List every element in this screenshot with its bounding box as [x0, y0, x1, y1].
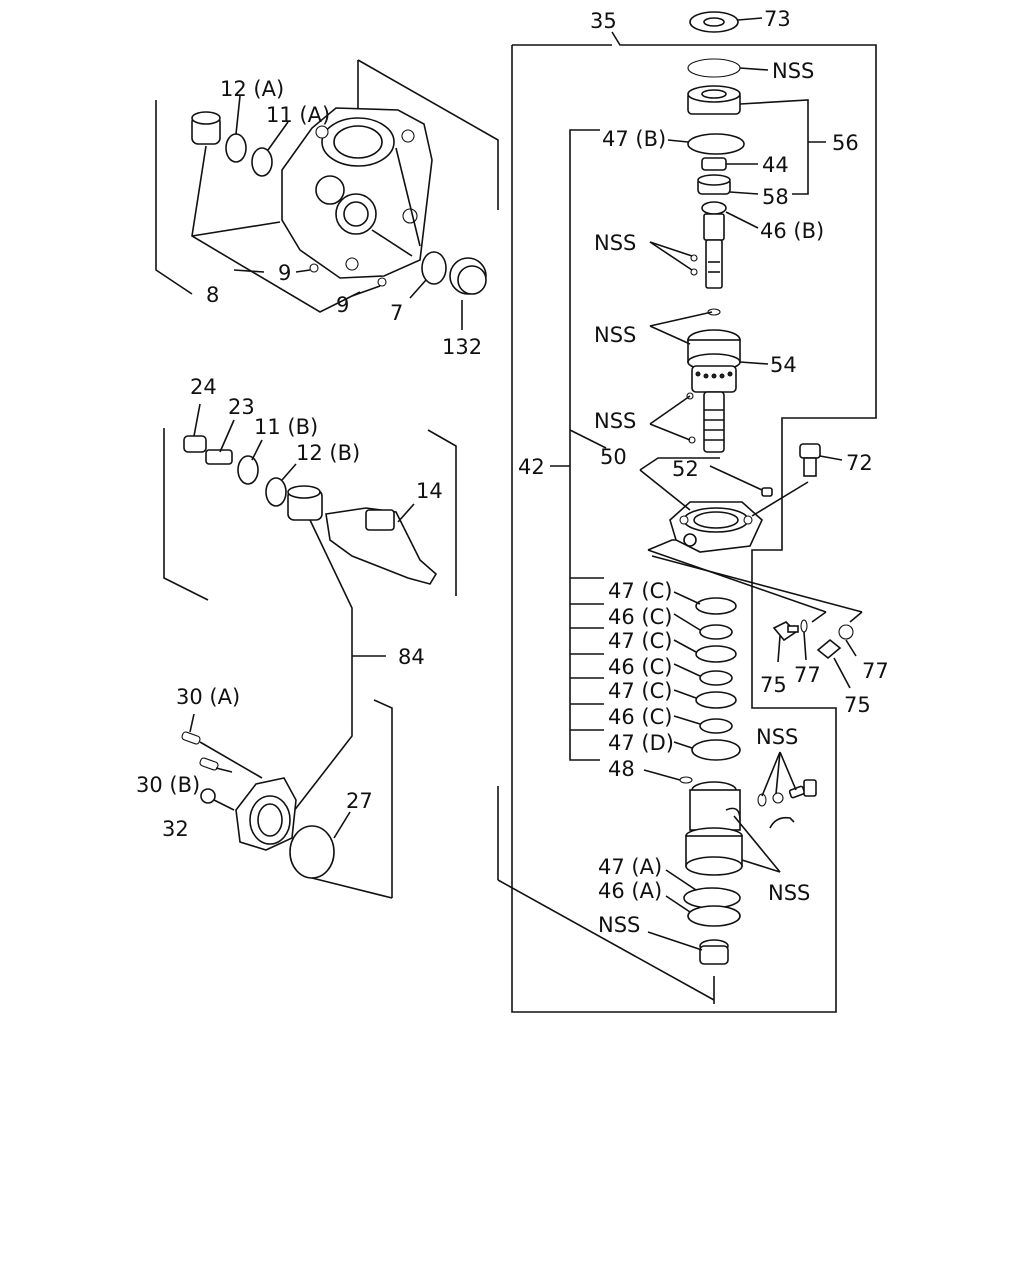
label-50: 50: [600, 445, 627, 469]
cap-56: [687, 85, 826, 195]
label-84: 84: [398, 645, 425, 669]
label-72: 72: [846, 451, 873, 475]
gear-housing: [191, 59, 499, 279]
label-73: 73: [764, 7, 791, 31]
label-47c-1: 47 (C): [608, 579, 672, 603]
label-48: 48: [608, 757, 635, 781]
label-75b: 75: [844, 693, 871, 717]
label-11b: 11 (B): [254, 415, 318, 439]
label-47c-3: 47 (C): [608, 679, 672, 703]
label-46b: 46 (B): [760, 219, 824, 243]
label-nss-b: NSS: [594, 323, 636, 347]
label-27: 27: [346, 789, 373, 813]
fittings-75-77: [647, 549, 863, 689]
ring-44: [701, 157, 758, 171]
label-54: 54: [770, 353, 797, 377]
end-plug-nss: [647, 931, 729, 965]
label-nss-e: NSS: [768, 881, 810, 905]
right-dashed-guides: [497, 786, 715, 1004]
oring-47a-46a: [665, 869, 741, 927]
label-nss-c: NSS: [594, 409, 636, 433]
valve-rotor-54: [649, 308, 769, 453]
label-46a: 46 (A): [598, 879, 662, 903]
label-11a: 11 (A): [266, 103, 330, 127]
seal-stack-46c-47c: [643, 591, 741, 784]
label-30a: 30 (A): [176, 685, 240, 709]
label-32: 32: [162, 817, 189, 841]
label-47d: 47 (D): [608, 731, 674, 755]
label-23: 23: [228, 395, 255, 419]
bearing-12a-11a: [155, 95, 361, 313]
label-44: 44: [762, 153, 789, 177]
label-75a: 75: [760, 673, 787, 697]
label-9b: 9: [336, 293, 349, 317]
label-35: 35: [590, 9, 617, 33]
label-47b: 47 (B): [602, 127, 666, 151]
label-nss-f: NSS: [598, 913, 640, 937]
oring-7-cap-132: [409, 251, 487, 330]
part-labels: 35 73 NSS 56 47 (B) 44 58 46 (B) NSS NSS…: [136, 7, 889, 937]
valve-assembly-frame: [511, 31, 877, 1013]
label-46c-2: 46 (C): [608, 655, 672, 679]
label-12a: 12 (A): [220, 77, 284, 101]
label-nss-top: NSS: [772, 59, 814, 83]
seal-73: [689, 11, 763, 33]
oring-47b: [667, 133, 745, 155]
side-cover-group: [181, 699, 393, 899]
label-14: 14: [416, 479, 443, 503]
label-24: 24: [190, 375, 217, 399]
label-52: 52: [672, 457, 699, 481]
label-132: 132: [442, 335, 482, 359]
label-42: 42: [518, 455, 545, 479]
label-56: 56: [832, 131, 859, 155]
label-58: 58: [762, 185, 789, 209]
plug-52: [709, 465, 773, 497]
label-46c-3: 46 (C): [608, 705, 672, 729]
label-7: 7: [390, 301, 403, 325]
nss-ring-top: [687, 58, 769, 78]
valve-housing-50: [639, 457, 809, 553]
input-shaft: [649, 213, 725, 289]
sector-shaft-group: [163, 403, 457, 817]
label-nss-a: NSS: [594, 231, 636, 255]
bearing-58: [697, 174, 759, 195]
bracket-42: [550, 129, 607, 761]
nss-fittings-lower: [757, 751, 817, 829]
label-8: 8: [206, 283, 219, 307]
label-77a: 77: [794, 663, 821, 687]
label-30b: 30 (B): [136, 773, 200, 797]
ball-bearings: [695, 371, 733, 379]
label-77b: 77: [862, 659, 889, 683]
label-12b: 12 (B): [296, 441, 360, 465]
label-47c-2: 47 (C): [608, 629, 672, 653]
label-47a: 47 (A): [598, 855, 662, 879]
bolt-72: [799, 443, 843, 477]
label-9a: 9: [278, 261, 291, 285]
lower-piston: [685, 781, 781, 876]
bolts-9: [233, 263, 387, 297]
label-46c-1: 46 (C): [608, 605, 672, 629]
label-nss-d: NSS: [756, 725, 798, 749]
